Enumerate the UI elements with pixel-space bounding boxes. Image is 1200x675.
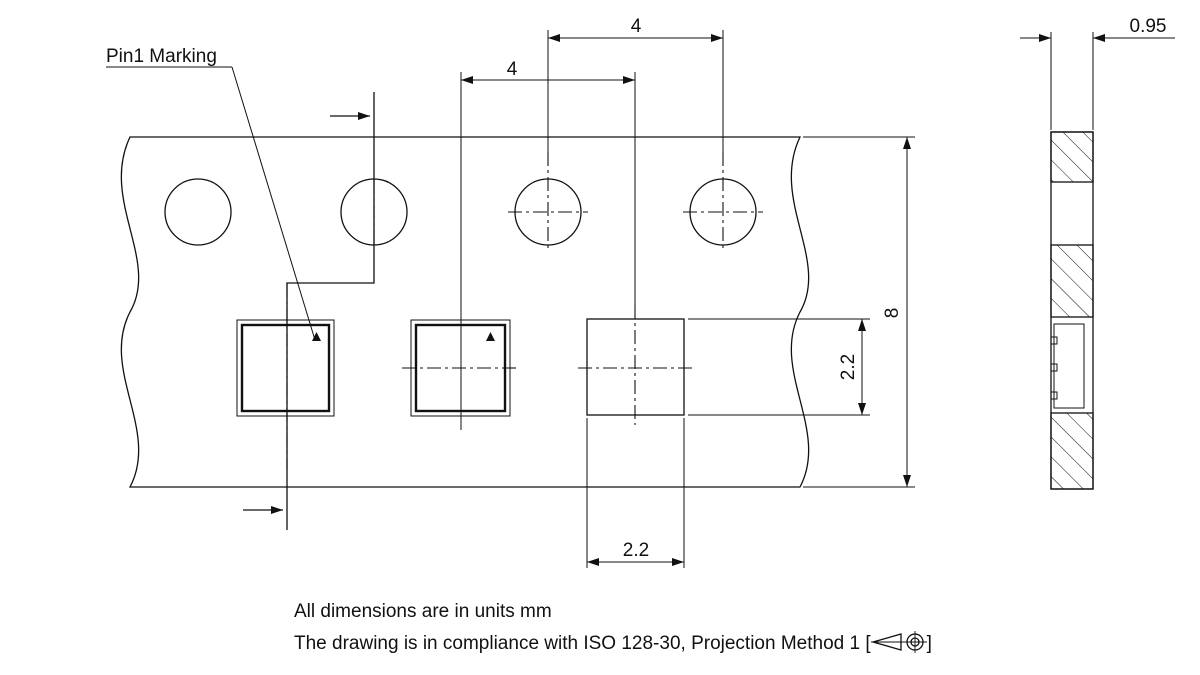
- pin1-triangle-icon: [486, 332, 495, 341]
- compliance-note-prefix: The drawing is in compliance with ISO 12…: [294, 633, 871, 654]
- dim-pocket-pitch-label: 4: [507, 59, 518, 80]
- pin1-leader: Pin1 Marking: [106, 46, 316, 341]
- pocket-3: [578, 305, 695, 425]
- carrier-tape-drawing: Pin1 Marking 4 4 8 2.2 2.2: [106, 16, 1175, 568]
- dim-thickness-label: 0.95: [1130, 16, 1167, 37]
- compliance-note: The drawing is in compliance with ISO 12…: [294, 631, 932, 655]
- dim-pocket-height-label: 2.2: [838, 354, 859, 380]
- dim-pocket-pitch: 4: [460, 59, 636, 430]
- compliance-note-suffix: ]: [926, 633, 932, 654]
- section-cut-line: [243, 92, 375, 530]
- units-note: All dimensions are in units mm: [294, 601, 552, 623]
- sprocket-holes: [164, 152, 763, 252]
- pin1-marking-label: Pin1 Marking: [106, 46, 217, 67]
- pocket-1: [236, 319, 335, 417]
- dim-sprocket-pitch-label: 4: [631, 16, 642, 37]
- dim-pocket-height: 2.2: [688, 318, 870, 416]
- dim-pocket-width-label: 2.2: [623, 540, 649, 561]
- first-angle-projection-icon: [870, 631, 927, 653]
- dim-pocket-width: 2.2: [586, 418, 685, 568]
- dim-thickness: 0.95: [1020, 16, 1175, 130]
- side-section-view: [1050, 131, 1094, 490]
- dim-sprocket-pitch: 4: [547, 16, 724, 160]
- dim-tape-width-label: 8: [882, 308, 903, 319]
- tape-outline: [120, 136, 810, 488]
- units-note-text: All dimensions are in units mm: [294, 601, 552, 622]
- sprocket-hole: [164, 178, 232, 246]
- dim-tape-width: 8: [803, 136, 915, 488]
